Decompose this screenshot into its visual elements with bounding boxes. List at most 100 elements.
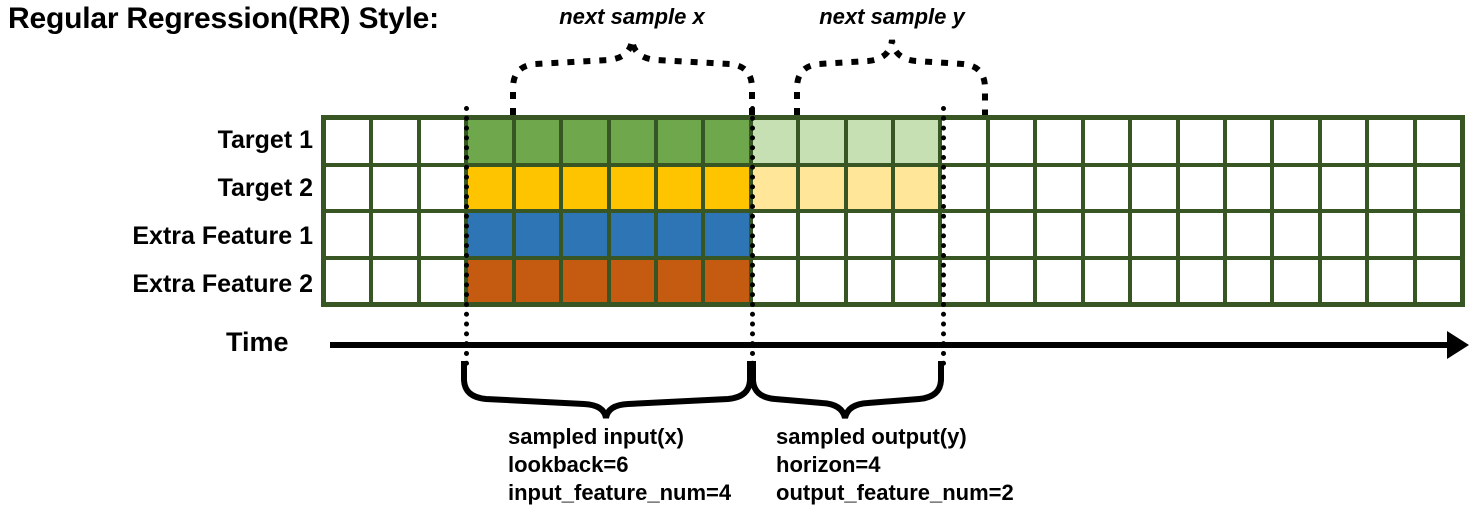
grid-cell [420,259,465,302]
grid-cell [895,213,939,256]
grid-cell [800,166,844,209]
grid-cell [1226,213,1271,256]
grid-cell [515,166,560,209]
timeseries-grid [321,115,1465,307]
grid-cell [1084,259,1129,302]
grid-cell [942,213,986,256]
grid-cell [468,166,512,209]
grid-cell [1226,120,1271,163]
grid-cell [657,120,702,163]
grid-cell [1226,259,1271,302]
grid-cell [1416,120,1460,163]
grid-cell [1179,166,1223,209]
bottom-caption-input-line3: input_feature_num=4 [508,480,732,506]
grid-cell [657,213,702,256]
grid-cell [1037,259,1081,302]
grid-cell [989,213,1034,256]
grid-cell [1321,166,1366,209]
guide-line-output-end [941,106,946,366]
guide-line-input-end [750,106,755,366]
grid-cell [1274,213,1318,256]
bottom-caption-input-line2: lookback=6 [508,452,629,478]
grid-cell [800,259,844,302]
grid-cell [420,213,465,256]
grid-cell [468,213,512,256]
grid-cell [705,166,749,209]
grid-cell [942,259,986,302]
grid-cell [895,120,939,163]
grid-cell [705,213,749,256]
grid-cell [563,120,607,163]
grid-cell [468,120,512,163]
grid-cell [420,120,465,163]
grid-cell [800,120,844,163]
bottom-caption-output: sampled output(y) horizon=4 output_featu… [776,423,1014,507]
grid-cell [989,259,1034,302]
grid-cell [847,259,891,302]
grid-cell [1416,166,1460,209]
row-label-extra-feature-1: Extra Feature 1 [132,222,313,250]
grid-cell [1416,213,1460,256]
grid-cell [1321,120,1366,163]
grid-cell [705,120,749,163]
grid-cell [610,213,654,256]
grid-cell [895,259,939,302]
grid-cell [989,166,1034,209]
grid-cell [373,120,417,163]
grid-cell [326,120,370,163]
grid-cell [1274,259,1318,302]
grid-cell [515,213,560,256]
grid-cell [657,259,702,302]
grid-cell [373,213,417,256]
grid-cell [563,213,607,256]
grid-cell [1369,213,1413,256]
grid-cell [1179,120,1223,163]
grid-cell [326,213,370,256]
page-title: Regular Regression(RR) Style: [8,2,439,35]
grid-cell [1321,213,1366,256]
bottom-brace-sampled-input [461,361,753,419]
grid-cell [1084,213,1129,256]
grid-cell [1084,166,1129,209]
grid-cell [705,259,749,302]
grid-cell [942,120,986,163]
grid-cell [1274,166,1318,209]
time-axis-line [330,342,1460,348]
grid-cell [373,166,417,209]
grid-cell [847,166,891,209]
top-brace-next-sample-y [794,39,988,115]
grid-cell [1179,213,1223,256]
grid-cell [1084,120,1129,163]
grid-cell [610,259,654,302]
grid-cell [610,120,654,163]
time-axis-arrow-icon [1447,331,1469,359]
grid-cell [515,259,560,302]
grid-cell [1226,166,1271,209]
grid-cell [1132,120,1176,163]
grid-cell [515,120,560,163]
grid-cell [1369,259,1413,302]
grid-cell [563,259,607,302]
grid-cell [373,259,417,302]
grid-cell [1037,213,1081,256]
time-axis-label: Time [226,327,289,357]
grid-cell [563,166,607,209]
grid-cell [752,120,797,163]
grid-cell [420,166,465,209]
grid-cell [895,166,939,209]
bottom-caption-output-line2: horizon=4 [776,452,881,478]
grid-cell [468,259,512,302]
grid-cell [1321,259,1366,302]
bottom-caption-output-line3: output_feature_num=2 [776,480,1014,506]
grid-cell [847,213,891,256]
bottom-caption-output-line1: sampled output(y) [776,424,967,449]
bottom-caption-input: sampled input(x) lookback=6 input_featur… [508,423,731,507]
bottom-brace-sampled-output [750,361,944,419]
grid-cell [326,259,370,302]
grid-cell [1132,166,1176,209]
top-brace-next-sample-x [510,39,755,115]
guide-line-input-start [464,106,469,366]
top-brace-caption-y: next sample y [819,4,965,29]
grid-cell [326,166,370,209]
